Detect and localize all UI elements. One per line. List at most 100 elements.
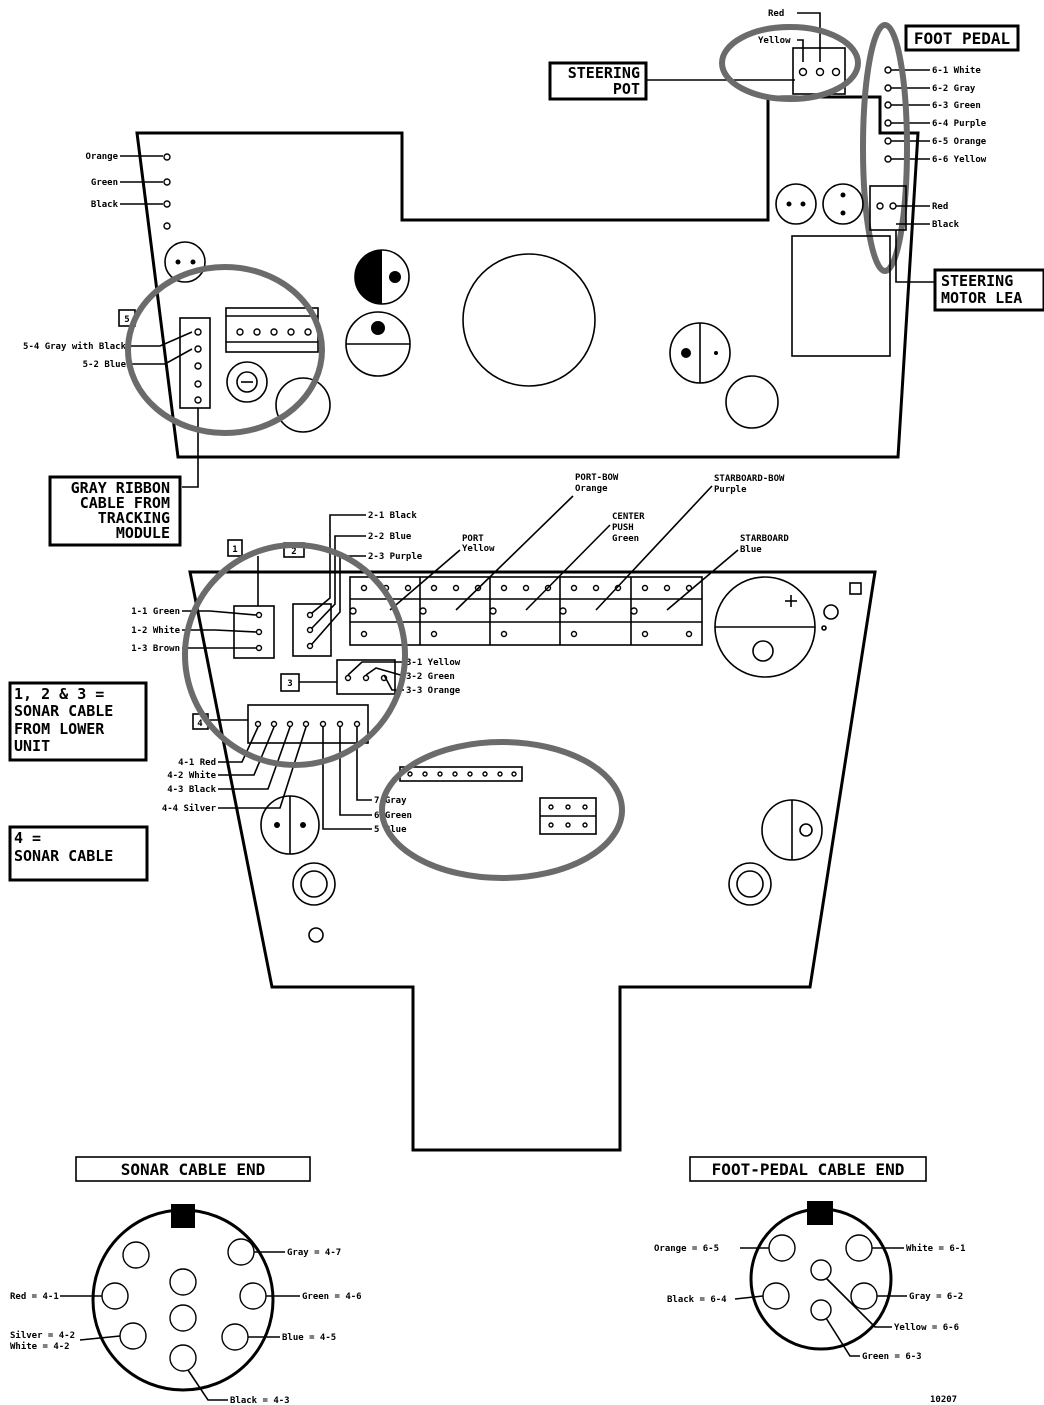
note-line: SONAR CABLE [14, 847, 113, 865]
strip-callout-label: STARBOARD [740, 534, 789, 544]
callout-line: STEERING [568, 64, 640, 82]
connector-4 [247, 704, 369, 744]
callout-line: STEERING [941, 272, 1013, 290]
note-line: SONAR CABLE [14, 702, 113, 720]
strip-callout-label: Yellow [462, 544, 495, 554]
notes: 1, 2 & 3 = SONAR CABLE FROM LOWER UNIT 4… [8, 681, 149, 882]
wire-label: 2-2 Blue [368, 532, 412, 542]
foot-pedal-cable-end: FOOT-PEDAL CABLE END Orange = 6-5 White … [654, 1156, 966, 1362]
wire-label: 2-3 Purple [368, 552, 423, 562]
marker-5-label: 5 [124, 315, 129, 325]
strip-callouts: PORT-BOW Orange PORT Yellow CENTER PUSH … [389, 473, 789, 611]
sonar-end-title-box [75, 1156, 311, 1182]
motor-wire-label: Red [932, 202, 948, 212]
foot-pedal-wire-label: 6-6 Yellow [932, 155, 987, 165]
connector-3 [336, 659, 396, 695]
foot-pedal-wire-label: 6-1 White [932, 65, 981, 76]
wire-label: 1-1 Green [131, 607, 180, 617]
pin-label: Gray = 6-2 [909, 1292, 963, 1302]
note-line: 4 = [14, 829, 41, 847]
sonar-cable-end: SONAR CABLE END Gray = 4-7 Red = 4-1 Gre… [10, 1156, 362, 1405]
wire-label: 7 Gray [374, 796, 407, 806]
foot-end-title: FOOT-PEDAL CABLE END [712, 1160, 905, 1179]
highlight-ribbon [125, 264, 325, 436]
large-circle [462, 253, 596, 387]
callout-line: GRAY RIBBON [71, 479, 170, 497]
strip-callout-label: Blue [740, 545, 762, 555]
foot-plug-key [807, 1201, 833, 1225]
left-wire-label: Orange [85, 152, 118, 162]
marker-label: 3 [287, 679, 292, 689]
pot-wire-label: Yellow [758, 36, 791, 46]
pin-label: Gray = 4-7 [287, 1248, 341, 1258]
pin-label: Blue = 4-5 [282, 1333, 336, 1343]
ribbon-wire-label: 5-2 Blue [83, 360, 127, 370]
motor-wire-label: Black [932, 220, 960, 230]
foot-pedal-callout [904, 24, 1020, 52]
wire-label: 4-4 Silver [162, 803, 217, 814]
pin-label: Black = 6-4 [667, 1295, 727, 1305]
pin-label: White = 6-1 [906, 1243, 966, 1254]
figure-number: 10207 [930, 1395, 957, 1405]
note-line: FROM LOWER [14, 720, 105, 738]
marker-label: 4 [197, 719, 203, 729]
pin-label: Red = 4-1 [10, 1292, 59, 1302]
callout-line: MODULE [116, 524, 170, 542]
strip-callout-label: Purple [714, 485, 747, 495]
note-line: 1, 2 & 3 = [14, 685, 104, 703]
ribbon-wire-label: 5-4 Gray with Black [23, 341, 127, 352]
wire-label: 4-3 Black [167, 785, 216, 795]
lower-strip-connector [399, 766, 523, 782]
foot-pedal-wire-label: 6-2 Gray [932, 84, 976, 94]
wire-label: 3-3 Orange [406, 686, 461, 696]
corner-marker [849, 582, 862, 595]
pin-label: White = 4-2 [10, 1341, 70, 1352]
callout-line: TRACKING [98, 509, 170, 527]
strip-pins [349, 584, 693, 638]
connector-1 [233, 605, 275, 659]
wire-label: 4-1 Red [178, 758, 216, 768]
highlight-lower-connectors [379, 739, 625, 881]
wire-label: 2-1 Black [368, 511, 417, 521]
pin-label: Silver = 4-2 [10, 1330, 75, 1341]
wire-label: 4-2 White [167, 770, 216, 781]
steering-motor-callout [933, 268, 1044, 312]
highlight-pot [719, 24, 861, 102]
top-board-outline [135, 95, 920, 459]
foot-end-title-box [689, 1156, 927, 1182]
left-wire-block: Orange Green Black [85, 152, 171, 230]
steering-pot-callout [548, 61, 648, 101]
left-wire-label: Black [91, 200, 119, 210]
top-left-plug [164, 241, 206, 283]
sonar-end-title: SONAR CABLE END [121, 1160, 266, 1179]
foot-pedal-wires: 6-1 White 6-2 Gray 6-3 Green 6-4 Purple … [884, 65, 987, 165]
foot-pedal-wire-label: 6-5 Orange [932, 137, 987, 147]
highlight-sonar-connectors [182, 542, 408, 768]
strip-callout-label: PORT [462, 534, 484, 544]
pin-label: Yellow = 6-6 [894, 1323, 959, 1333]
strip-callout-label: STARBOARD-BOW [714, 474, 785, 484]
pin-label: Orange = 6-5 [654, 1244, 719, 1254]
wire-label: 1-3 Brown [131, 644, 180, 654]
callout-line: POT [613, 80, 640, 98]
motor-box [791, 235, 891, 357]
highlight-foot-pedal [860, 22, 910, 274]
sonar-lower-note [8, 681, 148, 762]
foot-pedal-wire-label: 6-4 Purple [932, 119, 987, 129]
connector-2 [292, 603, 332, 657]
wire-label: 3-2 Green [406, 672, 455, 682]
ribbon-connector [179, 317, 211, 409]
pin-label: Black = 4-3 [230, 1396, 290, 1405]
strip-callout-label: Orange [575, 484, 608, 494]
bottom-board: PORT-BOW Orange PORT Yellow CENTER PUSH … [131, 473, 877, 1152]
pin-label: Green = 6-3 [862, 1352, 922, 1362]
gray-ribbon-callout [48, 475, 182, 547]
marker-label: 1 [232, 545, 237, 555]
callout-line: CABLE FROM [80, 494, 170, 512]
wire-label: 3-1 Yellow [406, 658, 461, 668]
motor-connector [869, 185, 907, 231]
callout-line: FOOT PEDAL [914, 29, 1010, 48]
strip-callout-label: PORT-BOW [575, 473, 619, 483]
foot-pedal-wire-label: 6-3 Green [932, 101, 981, 111]
